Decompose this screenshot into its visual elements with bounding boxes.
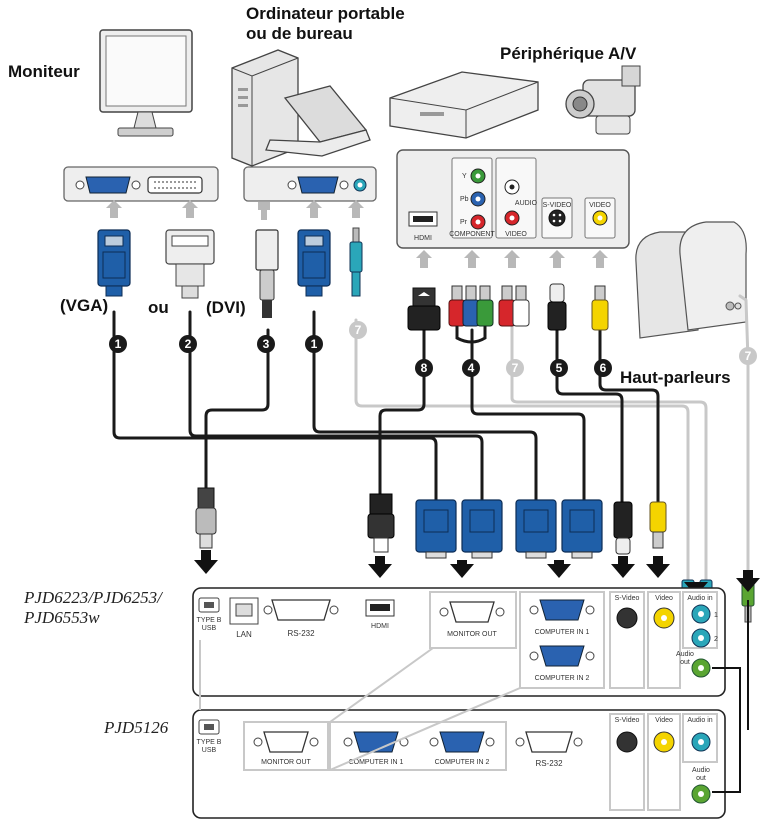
computer-device <box>231 49 371 167</box>
p2-usb-label1: TYPE B <box>197 739 222 746</box>
av-player-device <box>389 71 539 139</box>
component-plugs <box>448 285 494 344</box>
badge-6: 6 <box>600 361 607 375</box>
panel-link-lines <box>199 640 521 771</box>
haut-parleurs-label: Haut-parleurs <box>620 368 731 387</box>
badge-4: 4 <box>468 361 475 375</box>
av-component-label: COMPONENT <box>449 231 495 238</box>
badge-7-left: 7 <box>355 323 362 337</box>
model-top-line2: PJD6553w <box>24 608 100 627</box>
computer-connector-panel <box>243 166 377 202</box>
p1-svideo-label: S-Video <box>615 595 640 602</box>
audio-jack-top <box>349 227 363 297</box>
av-connector-panel: HDMI COMPONENT VIDEO AUDIO S-VIDEO VIDEO… <box>396 149 630 249</box>
av-svideo-label: S-VIDEO <box>543 202 572 209</box>
p1-computer-in2-label: COMPUTER IN 2 <box>535 675 590 682</box>
video-plug-top <box>591 285 609 331</box>
monitor-device <box>99 29 193 137</box>
p1-monitor-out-label: MONITOR OUT <box>447 631 497 638</box>
vga-plugs-bottom <box>415 499 603 559</box>
camcorder-device <box>565 65 641 135</box>
cables <box>112 294 750 602</box>
speakers-device <box>635 221 747 339</box>
model-bottom: PJD5126 <box>104 718 169 737</box>
p2-computer-in1-label: COMPUTER IN 1 <box>349 759 404 766</box>
hdmi-plug-bottom <box>367 493 395 553</box>
badge-3: 3 <box>263 337 270 351</box>
dvi-plug <box>165 229 215 299</box>
ou-label: ou <box>148 298 169 317</box>
rca-audio-plugs <box>498 285 530 327</box>
usb-plug-top <box>255 229 279 318</box>
av-video2-label: VIDEO <box>589 202 611 209</box>
svideo-plug-bottom <box>613 501 633 555</box>
p2-video-label: Video <box>655 717 673 724</box>
peripherique-label: Périphérique A/V <box>500 44 637 63</box>
svideo-plug-top <box>547 283 567 331</box>
p1-audio-in-1-label: 1 <box>714 612 718 619</box>
badge-1-left: 1 <box>115 337 122 351</box>
badge-5: 5 <box>556 361 563 375</box>
ordinateur-label-line1: Ordinateur portable <box>246 4 405 23</box>
hdmi-plug-top <box>407 287 441 331</box>
model-top-line1: PJD6223/PJD6253/ <box>24 588 162 607</box>
p2-monitor-out-label: MONITOR OUT <box>261 759 311 766</box>
p1-lan-label: LAN <box>236 630 252 639</box>
p1-audio-out-label1: Audio <box>676 651 694 658</box>
badge-7-right: 7 <box>745 349 752 363</box>
p1-audio-out-label2: out <box>680 659 690 666</box>
p2-usb-label2: USB <box>202 747 217 754</box>
number-badges: 1 2 3 1 7 8 4 7 5 6 7 <box>109 321 757 377</box>
p1-computer-in1-label: COMPUTER IN 1 <box>535 629 590 636</box>
p2-rs232-label: RS-232 <box>535 759 563 768</box>
badge-2: 2 <box>185 337 192 351</box>
badge-8: 8 <box>421 361 428 375</box>
av-hdmi-label: HDMI <box>414 235 432 242</box>
usb-plug-bottom <box>195 487 217 549</box>
black-arrows <box>194 550 760 596</box>
projector-bottom-labels: TYPE B USB MONITOR OUT COMPUTER IN 1 COM… <box>197 717 713 782</box>
projector-top-labels: TYPE B USB LAN RS-232 HDMI MONITOR OUT C… <box>197 595 718 682</box>
p2-computer-in2-label: COMPUTER IN 2 <box>435 759 490 766</box>
av-audio-label: AUDIO <box>515 200 538 207</box>
vga-label: (VGA) <box>60 296 109 315</box>
moniteur-label: Moniteur <box>8 62 80 81</box>
badge-7-mid: 7 <box>512 361 519 375</box>
p1-usb-label2: USB <box>202 625 217 632</box>
p2-audio-out-label1: Audio <box>692 767 710 774</box>
p1-audio-in-2-label: 2 <box>714 636 718 643</box>
p2-svideo-label: S-Video <box>615 717 640 724</box>
av-y-label: Y <box>462 173 467 180</box>
p1-audio-in-label: Audio in <box>687 595 712 602</box>
ordinateur-label-line2: ou de bureau <box>246 24 353 43</box>
av-pr-label: Pr <box>460 219 468 226</box>
p2-audio-in-label: Audio in <box>687 717 712 724</box>
monitor-connector-panel <box>63 166 219 202</box>
av-video1-label: VIDEO <box>505 231 527 238</box>
p1-usb-label1: TYPE B <box>197 617 222 624</box>
projector-top-panel <box>192 587 726 697</box>
av-pb-label: Pb <box>460 196 469 203</box>
vga-plug-left <box>97 229 131 297</box>
badge-1-right: 1 <box>311 337 318 351</box>
audio-out-bracket <box>712 667 741 793</box>
projector-bottom-panel <box>192 709 726 819</box>
gray-arrows <box>106 200 608 268</box>
p1-hdmi-label: HDMI <box>371 623 389 630</box>
p1-rs232-label: RS-232 <box>287 629 315 638</box>
p2-audio-out-label2: out <box>696 775 706 782</box>
dvi-label: (DVI) <box>206 298 246 317</box>
p1-video-label: Video <box>655 595 673 602</box>
vga-plug-right <box>297 229 331 297</box>
video-plug-bottom <box>649 501 667 549</box>
